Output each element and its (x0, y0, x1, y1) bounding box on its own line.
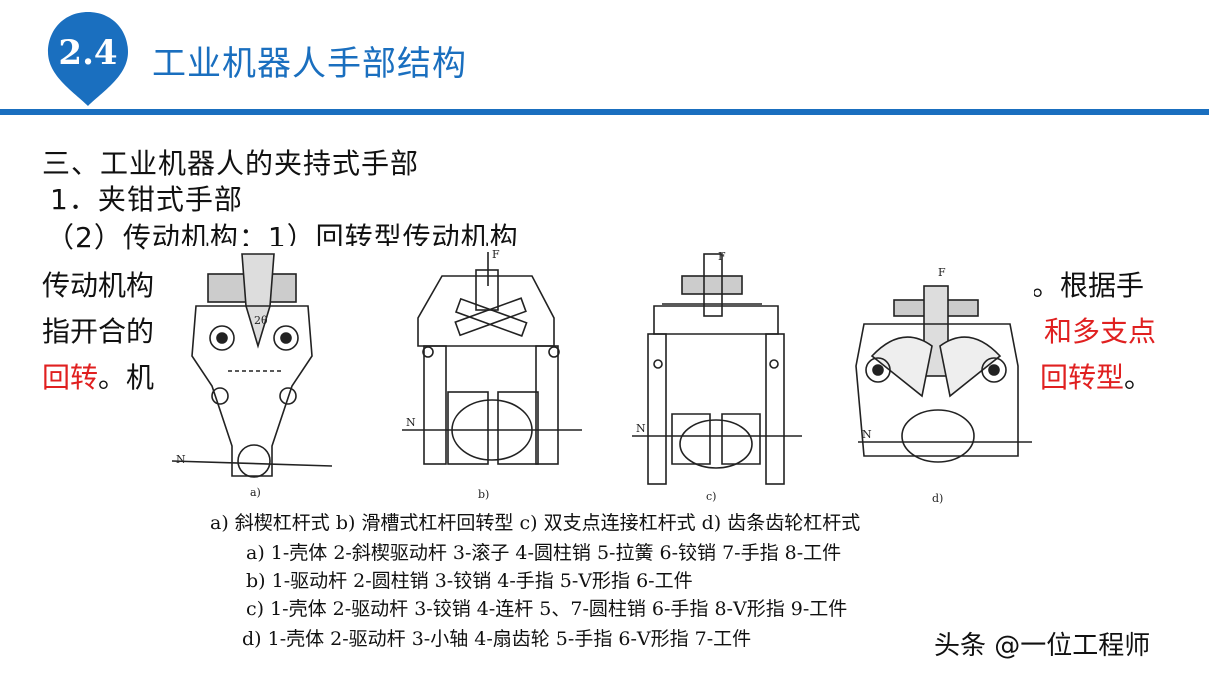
diagram-c: N F c) (632, 250, 802, 503)
label-theta: 2θ (254, 314, 268, 327)
figure-caption: a) 斜楔杠杆式 b) 滑槽式杠杆回转型 c) 双支点连接杠杆式 d) 齿条齿轮… (210, 512, 861, 534)
section-badge: 2.4 (44, 10, 132, 108)
para-row3-end: 。 (1124, 361, 1153, 394)
para-row1-right: 。根据手 (1032, 269, 1145, 302)
diagram-d: N F d) (855, 266, 1032, 505)
legend-c: c) 1-壳体 2-驱动杆 3-铰销 4-连杆 5、7-圆柱销 6-手指 8-V… (246, 598, 848, 620)
panel-label-a: a) (250, 486, 261, 499)
para-row2-right: 和多支点 (1044, 315, 1157, 348)
para-row2-left: 指开合的 (42, 315, 155, 348)
para-row3-right: 回转型。 (1040, 356, 1152, 396)
panel-label-b: b) (478, 488, 489, 501)
label-n: N (176, 453, 186, 466)
section-number: 2.4 (58, 33, 117, 73)
heading-section: 三、工业机器人的夹持式手部 (42, 147, 420, 180)
panel-label-c: c) (706, 490, 716, 503)
legend-a: a) 1-壳体 2-斜楔驱动杆 3-滚子 4-圆柱销 5-拉簧 6-铰销 7-手… (246, 542, 842, 564)
page-title: 工业机器人手部结构 (152, 44, 467, 84)
label-f-d: F (938, 266, 946, 279)
diagram-b: N F b) (402, 248, 582, 501)
mechanism-figure: N 2θ a) N F b) (162, 246, 1034, 508)
panel-label-d: d) (932, 492, 943, 505)
diagram-a: N 2θ a) (171, 253, 333, 499)
label-n-c: N (636, 422, 646, 435)
para-row1-left: 传动机构 (42, 269, 155, 302)
para-row3-red: 回转 (42, 361, 99, 394)
legend-b: b) 1-驱动杆 2-圆柱销 3-铰销 4-手指 5-V形指 6-工件 (246, 570, 693, 592)
label-n-d: N (862, 428, 872, 441)
legend-d: d) 1-壳体 2-驱动杆 3-小轴 4-扇齿轮 5-手指 6-V形指 7-工件 (242, 628, 752, 650)
header-divider (0, 109, 1209, 115)
watermark: 头条 @一位工程师 (934, 631, 1151, 661)
label-f-c: F (718, 250, 726, 263)
heading-subsection: 1．夹钳式手部 (50, 183, 243, 216)
para-row3-right-red: 回转型 (1040, 361, 1125, 394)
para-row3-black: 。机 (98, 361, 155, 394)
label-n-b: N (406, 416, 416, 429)
label-f-b: F (492, 248, 500, 261)
para-row3-left: 回转。机 (42, 356, 154, 396)
